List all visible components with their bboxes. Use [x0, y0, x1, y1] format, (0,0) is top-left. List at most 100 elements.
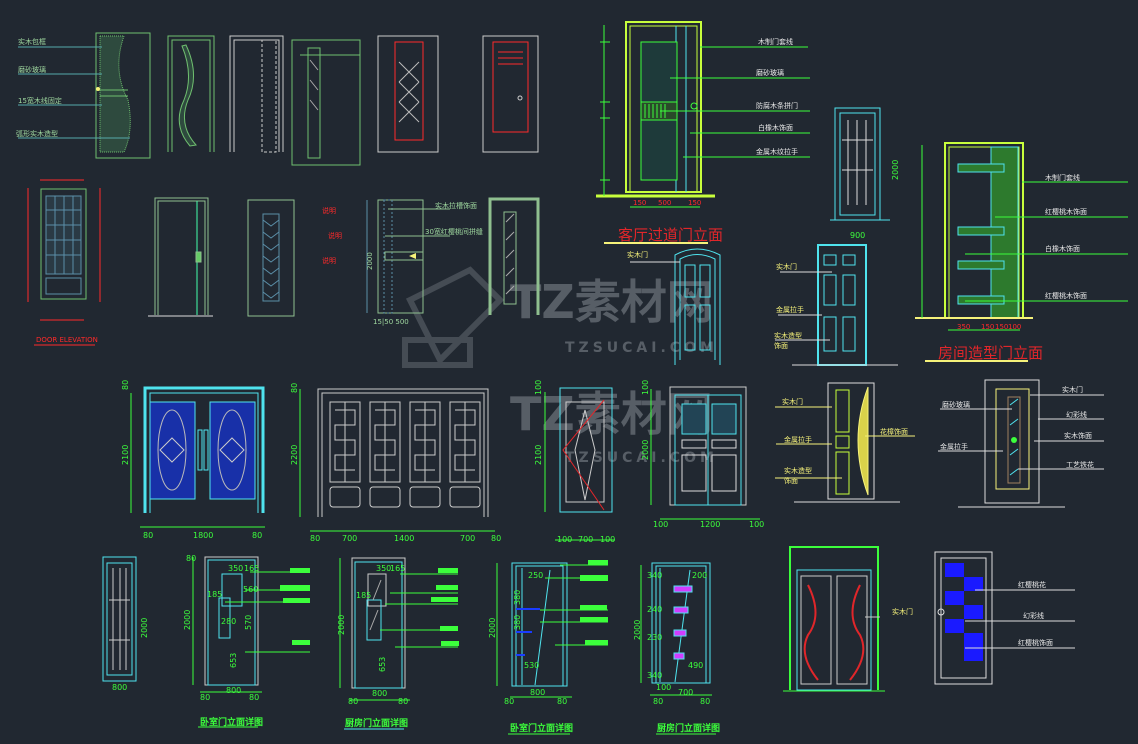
herringbone-door [247, 199, 295, 317]
room-door-elevation [915, 142, 1128, 362]
cad-rect [307, 47, 321, 159]
cad-g [516, 608, 540, 656]
cad-rect [384, 251, 424, 261]
dim: 80 [398, 697, 408, 706]
cad-circle [1011, 437, 1017, 443]
dim: 100 [749, 520, 764, 529]
cad-rect [835, 451, 850, 495]
cad-rect [221, 573, 243, 607]
room-door-label: 红樱桃木饰面 [1045, 291, 1087, 300]
cad-rect [945, 619, 964, 633]
dim: 1200 [700, 520, 720, 529]
cad-rect [699, 264, 711, 298]
cad-rect [95, 32, 151, 159]
watermark-url-2: TZSUCAI.COM [565, 450, 718, 466]
cad-rect [290, 568, 310, 573]
detail-3-elevation [496, 560, 608, 735]
curve-door-label: 金属拉手 [784, 435, 812, 444]
panel-door-label: 金属拉手 [776, 305, 804, 314]
glass-door-label: 实木门 [1062, 385, 1083, 394]
dim: 80 [310, 534, 320, 543]
cad-rect [957, 226, 1005, 236]
dim: 500 [658, 199, 671, 207]
glass-door-label: 幻彩线 [1066, 410, 1087, 419]
dim: 530 [524, 661, 539, 670]
door-a-elevation [18, 32, 151, 159]
cad-rect [842, 254, 856, 266]
dim-height: 2000 [140, 618, 149, 638]
red-door-caption: DOOR ELEVATION [36, 336, 98, 344]
s-curve-door [167, 35, 215, 152]
living-door-label: 金属木纹拉手 [756, 147, 798, 156]
cad-g [775, 271, 898, 366]
curve-door-label: 实木造型 [784, 466, 812, 475]
dim: 570 [244, 615, 253, 630]
cad-rect [292, 640, 310, 645]
living-door-label: 白橡木饰面 [758, 123, 793, 132]
cad-path [789, 546, 879, 690]
dim: 1400 [394, 534, 414, 543]
cad-rect [394, 41, 424, 141]
cad-g [660, 46, 810, 158]
living-door-title: 客厅过道门立面 [618, 226, 723, 244]
dim: 100 [653, 520, 668, 529]
cad-circle [937, 608, 945, 616]
dim: 350 [957, 323, 970, 331]
cad-rect [203, 429, 209, 471]
cad-rect [673, 629, 687, 637]
cad-circle [517, 95, 523, 101]
cad-rect [964, 633, 983, 647]
cad-rect [796, 569, 872, 691]
cad-rect [503, 211, 517, 305]
cad-rect [366, 599, 382, 641]
cad-rect [800, 575, 832, 685]
cad-rect [102, 556, 137, 682]
cad-use [449, 401, 481, 508]
grid-glass-door [27, 179, 101, 346]
dim: 150 [688, 199, 701, 207]
cad-path [317, 388, 489, 517]
dim: 80 [700, 697, 710, 706]
cad-path [99, 35, 131, 153]
cad-rect [823, 274, 837, 306]
red-double-door-label: 实木门 [892, 607, 913, 616]
dim: 490 [688, 661, 703, 670]
glass-door-label: 工艺铁花 [1066, 460, 1094, 469]
cad-rect [280, 585, 310, 591]
dim: 700 [460, 534, 475, 543]
dim: 200 [692, 571, 707, 580]
cad-path [521, 568, 551, 686]
cad-rect [964, 647, 983, 661]
dim: 340 [647, 571, 662, 580]
cad-rect [436, 585, 458, 590]
red-double-door [783, 546, 885, 692]
cad-g [965, 181, 1128, 302]
red-mark: 说明 [328, 231, 342, 240]
glass-door-label: 实木饰面 [1064, 431, 1092, 440]
dim-height: 2000 [183, 610, 192, 630]
cad-path [154, 197, 209, 315]
arch-door [630, 248, 721, 365]
slat-side-door [229, 35, 284, 153]
cad-path [157, 200, 206, 315]
dim-height: 2000 [366, 252, 374, 270]
dim: 80 [557, 697, 567, 706]
dim: 350 [376, 564, 391, 573]
cad-use [369, 401, 401, 508]
dim: 100 [557, 535, 572, 544]
cad-rect [441, 641, 459, 646]
dim-width: 800 [112, 683, 127, 692]
cad-path [334, 402, 356, 482]
panel-door-label: 实木造型 [774, 331, 802, 340]
cad-rect [699, 304, 711, 351]
dim-width: 15|50 500 [373, 318, 409, 326]
dim: 80 [186, 554, 196, 563]
blue-checker-door [934, 551, 1075, 685]
dim: 80 [491, 534, 501, 543]
cad-path [159, 437, 245, 463]
cad-g [280, 568, 310, 645]
cad-path [309, 59, 319, 111]
cad-rect [673, 652, 685, 660]
